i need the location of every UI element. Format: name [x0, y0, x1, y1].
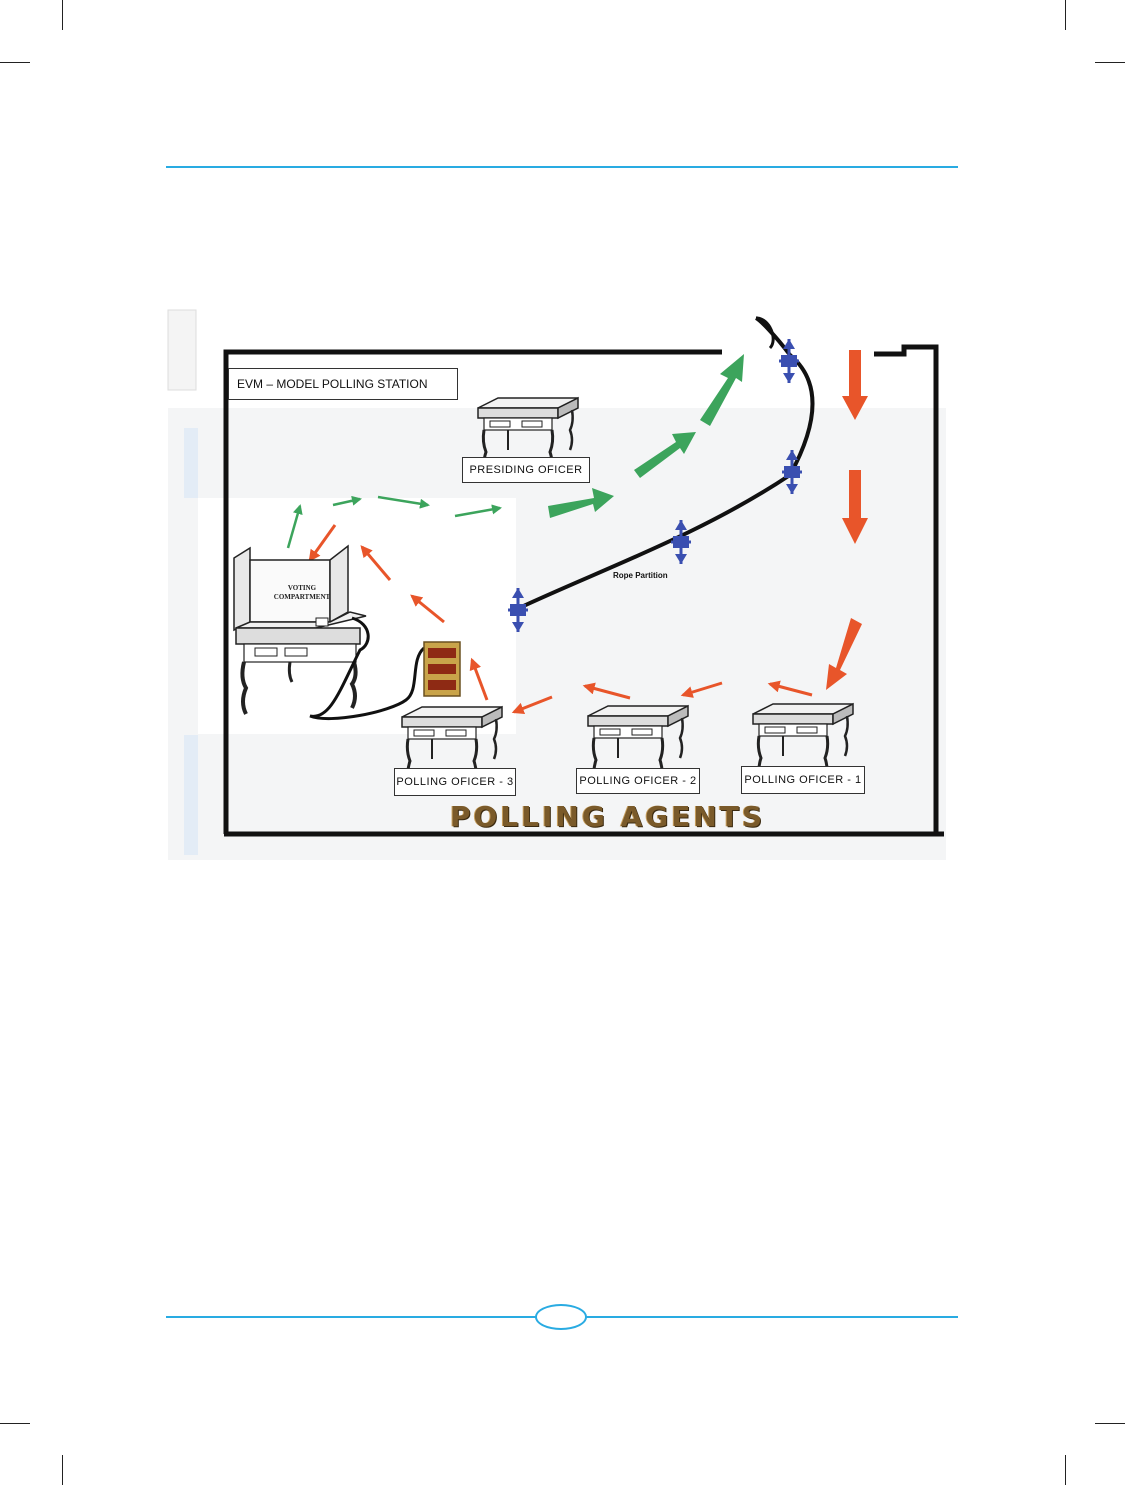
diagram-title: EVM – MODEL POLLING STATION	[228, 368, 458, 400]
polling-agents-label: POLLING AGENTS	[450, 800, 766, 833]
crop-mark	[1095, 1423, 1125, 1424]
polling-officer-2-label: POLLING OFICER - 2	[576, 768, 700, 794]
arrow-icon	[548, 354, 744, 518]
crop-mark	[0, 1423, 30, 1424]
crop-mark	[62, 1455, 63, 1485]
crop-mark	[1065, 0, 1066, 30]
crop-mark	[1095, 62, 1125, 63]
polling-officer-3-label: POLLING OFICER - 3	[394, 768, 516, 796]
voting-compartment-label: VOTING COMPARTMENT	[273, 584, 331, 601]
crop-mark	[62, 0, 63, 30]
header-rule	[166, 166, 958, 168]
presiding-officer-label: PRESIDING OFICER	[462, 457, 590, 483]
crop-mark	[1065, 1455, 1066, 1485]
voting-compartment-icon	[233, 544, 367, 715]
arrow-icon	[826, 350, 868, 690]
crop-mark	[0, 62, 30, 63]
rope-partition-label: Rope Partition	[613, 571, 668, 580]
evm-icon	[423, 641, 461, 697]
page-number-badge	[535, 1304, 587, 1330]
rope-partition-line	[516, 316, 815, 611]
polling-officer-1-label: POLLING OFICER - 1	[741, 766, 865, 794]
